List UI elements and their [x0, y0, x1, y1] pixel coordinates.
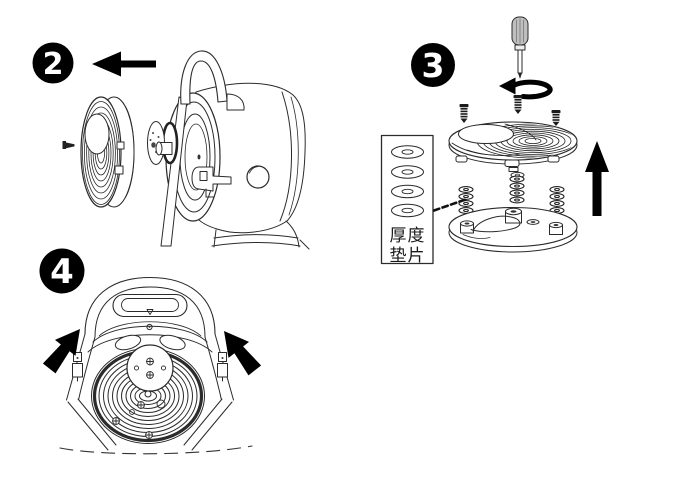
step3-badge-circle: [411, 43, 455, 87]
base-post-right: [549, 221, 563, 235]
press-up-left-arrow-icon: [224, 331, 262, 376]
step4-panel: 4: [39, 248, 262, 455]
step3-badge: 3: [411, 43, 455, 87]
cord-channel: [470, 215, 521, 233]
step3-panel: 3: [380, 16, 609, 266]
rear-hub-plate: [126, 344, 174, 392]
grille-spiral-pattern: [82, 101, 120, 205]
fan-body-side-view: [147, 50, 310, 250]
floor-dashed-line: [59, 445, 253, 455]
screws: [459, 95, 561, 126]
step4-badge-circle: [39, 248, 85, 294]
grille-screws: [112, 401, 153, 439]
step4-badge: 4: [39, 248, 85, 294]
bottom-grille-plate: [448, 121, 578, 179]
washer-stacks: [458, 175, 565, 214]
spacer-washers: [391, 145, 424, 218]
spacer-label-line1: 厚度: [390, 226, 426, 246]
step4-badge-number: 4: [50, 252, 74, 292]
step2-badge: 2: [32, 42, 74, 84]
stand-legs: [67, 398, 233, 451]
grille-latch-clip: [191, 166, 232, 198]
fan-base-lines: [211, 220, 310, 250]
screwdriver-icon: [511, 16, 529, 79]
spacer-pointer-dashed-line: [432, 197, 469, 212]
front-grille: [80, 96, 135, 208]
screw-center-icon: [513, 95, 523, 114]
fan-housing: [194, 82, 306, 234]
rear-grille: [91, 348, 205, 444]
thickness-spacer-box: 厚度 垫片: [380, 134, 434, 266]
spacer-label-line2: 垫片: [390, 246, 426, 266]
latch-left: [72, 352, 83, 382]
latch-right: [217, 352, 228, 382]
motor-shaft: [155, 141, 173, 156]
grille-center-hole: [84, 113, 110, 155]
lift-up-arrow-icon: [585, 141, 609, 216]
press-up-right-arrow-icon: [42, 329, 80, 374]
handle-mount: [226, 93, 245, 111]
screw-left-icon: [459, 104, 469, 123]
screw-right-icon: [551, 110, 561, 126]
base-plate: [448, 206, 578, 253]
step2-panel: 2: [32, 42, 310, 250]
plate-opening: [458, 124, 514, 144]
move-left-arrow-icon: [92, 51, 156, 77]
washer-stack-center: [509, 175, 525, 204]
step2-badge-number: 2: [43, 47, 64, 82]
rotate-counterclockwise-icon: [499, 77, 553, 100]
step2-badge-circle: [32, 42, 74, 84]
washer-stack-right: [549, 186, 565, 214]
fan-rear-view: [59, 276, 253, 455]
side-knob: [246, 165, 270, 189]
washer-stack-left: [458, 186, 474, 214]
step3-badge-number: 3: [422, 46, 445, 85]
screw-icon: [62, 141, 75, 149]
base-post-left: [460, 220, 474, 234]
